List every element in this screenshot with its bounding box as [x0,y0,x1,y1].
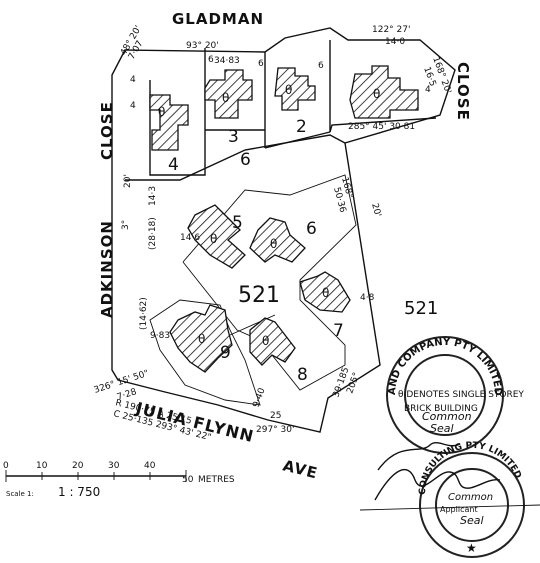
svg-text:122° 27': 122° 27' [372,25,410,35]
svg-text:6: 6 [306,219,317,239]
svg-text:θ: θ [158,105,165,119]
svg-text:Scale 1:: Scale 1: [6,490,34,498]
svg-text:9·83: 9·83 [150,331,170,341]
building-symbols: θ θ θ θ θ θ θ θ θ [158,83,380,348]
svg-text:6: 6 [208,55,214,65]
svg-text:9: 9 [220,343,231,363]
scale-ratio: 1 : 750 [58,485,100,499]
svg-text:Seal: Seal [430,422,454,435]
legend-line-1: θ DENOTES SINGLE STOREY [398,390,524,400]
svg-text:50: 50 [182,475,194,485]
road-ave: AVE [281,456,320,482]
scale-bar: 0 10 20 30 40 50 METRES Scale 1: 1 : 750 [3,461,235,499]
svg-text:14·0: 14·0 [385,37,405,47]
svg-text:θ: θ [222,91,229,105]
svg-text:34·83: 34·83 [214,56,240,66]
road-adkinson: ADKINSON [98,220,116,318]
svg-text:θ: θ [270,237,277,251]
svg-text:6: 6 [240,150,251,170]
svg-text:20': 20' [123,174,133,188]
svg-text:40: 40 [144,461,156,471]
legend: θ DENOTES SINGLE STOREY BRICK BUILDING [398,390,524,414]
parcel-number: 521 [238,283,280,308]
svg-text:25: 25 [270,411,281,421]
road-gladman: GLADMAN [172,10,264,28]
signatures [359,442,540,511]
svg-text:3: 3 [228,127,239,147]
svg-text:(28·18): (28·18) [148,217,158,250]
svg-text:4: 4 [130,101,136,111]
svg-text:9·40: 9·40 [251,387,267,410]
svg-text:14·3: 14·3 [148,186,158,206]
svg-text:20: 20 [72,461,84,471]
svg-text:3°: 3° [121,220,131,230]
svg-text:4·8: 4·8 [360,293,375,303]
svg-text:Common: Common [448,492,493,503]
star-icon: ★ [466,541,477,555]
building-lot3 [204,69,253,119]
svg-text:4: 4 [168,155,179,175]
svg-text:8: 8 [297,365,308,385]
svg-text:6: 6 [318,61,324,71]
svg-text:θ: θ [262,334,269,348]
svg-text:93° 20': 93° 20' [186,41,219,51]
building-lot9 [169,304,233,373]
svg-text:Common: Common [422,410,472,423]
svg-text:6: 6 [258,59,264,69]
svg-text:Applicant: Applicant [440,505,478,514]
svg-text:θ: θ [210,232,217,246]
building-lot7 [299,271,351,313]
svg-text:0: 0 [3,461,9,471]
svg-text:θ: θ [373,87,380,101]
svg-text:5: 5 [232,213,243,233]
svg-text:AND COMPANY PTY LIMITED: AND COMPANY PTY LIMITED [387,337,503,396]
svg-text:285° 45' 30·81: 285° 45' 30·81 [348,122,415,132]
svg-text:7: 7 [333,321,344,341]
svg-text:Seal: Seal [460,514,484,527]
lot-numbers: 2 3 4 5 6 6 7 8 9 521 521 [168,117,438,385]
svg-text:(14·62): (14·62) [139,297,149,330]
road-close-west: CLOSE [98,101,116,160]
svg-text:θ: θ [285,83,292,97]
svg-text:θ: θ [322,286,329,300]
company-seal-lower: CONSULTING PTY LIMITED Common Applicant … [418,441,525,558]
svg-text:297° 30': 297° 30' [256,425,294,435]
svg-text:10: 10 [36,461,48,471]
building-lot6 [249,217,306,263]
building-lot5 [187,204,246,269]
building-lot8 [249,317,296,366]
svg-text:4: 4 [425,85,431,95]
svg-text:14·6: 14·6 [180,233,200,243]
svg-text:2: 2 [296,117,307,137]
building-lot2 [274,67,316,111]
buildings [149,65,419,373]
building-lot1 [349,65,419,119]
svg-text:4: 4 [130,75,136,85]
building-lot4 [149,94,189,151]
svg-text:30: 30 [108,461,120,471]
svg-text:20': 20' [369,202,382,218]
svg-text:θ: θ [198,332,205,346]
legend-line-2: BRICK BUILDING [404,404,478,414]
parcel-number-outside: 521 [404,298,438,319]
road-close-east: CLOSE [454,62,472,121]
svg-text:METRES: METRES [198,475,235,485]
